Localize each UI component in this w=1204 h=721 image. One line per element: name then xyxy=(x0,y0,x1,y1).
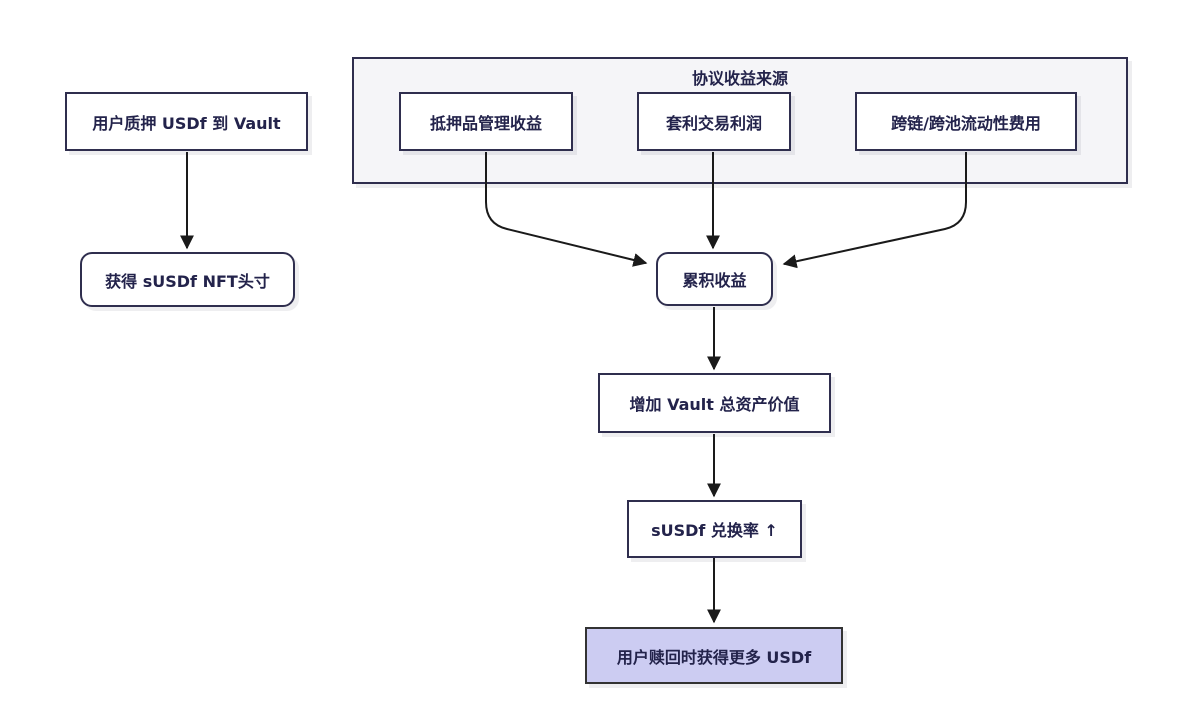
node-arbitrage-profit: 套利交易利润 xyxy=(637,92,791,151)
node-vault-total-value-label: 增加 Vault 总资产价值 xyxy=(629,395,800,414)
node-collateral-yield: 抵押品管理收益 xyxy=(399,92,573,151)
node-redeem-more-usdf: 用户赎回时获得更多 USDf xyxy=(585,627,843,684)
node-exchange-rate-up: sUSDf 兑换率 ↑ xyxy=(627,500,802,558)
node-vault-total-value: 增加 Vault 总资产价值 xyxy=(598,373,831,433)
node-susdf-nft-position: 获得 sUSDf NFT头寸 xyxy=(80,252,295,307)
node-collateral-yield-label: 抵押品管理收益 xyxy=(429,113,542,133)
node-accrued-yield: 累积收益 xyxy=(656,252,773,306)
node-crosschain-fees-label: 跨链/跨池流动性费用 xyxy=(891,113,1041,133)
node-stake-usdf-label: 用户质押 USDf 到 Vault xyxy=(92,113,281,133)
node-redeem-more-usdf-label: 用户赎回时获得更多 USDf xyxy=(616,647,812,667)
subgraph-title: 协议收益来源 xyxy=(691,69,788,88)
node-accrued-yield-label: 累积收益 xyxy=(682,271,747,290)
node-stake-usdf: 用户质押 USDf 到 Vault xyxy=(65,92,308,151)
node-arbitrage-profit-label: 套利交易利润 xyxy=(665,113,762,133)
node-crosschain-fees: 跨链/跨池流动性费用 xyxy=(855,92,1077,151)
node-exchange-rate-up-label: sUSDf 兑换率 ↑ xyxy=(651,521,778,540)
node-susdf-nft-position-label: 获得 sUSDf NFT头寸 xyxy=(105,271,270,291)
